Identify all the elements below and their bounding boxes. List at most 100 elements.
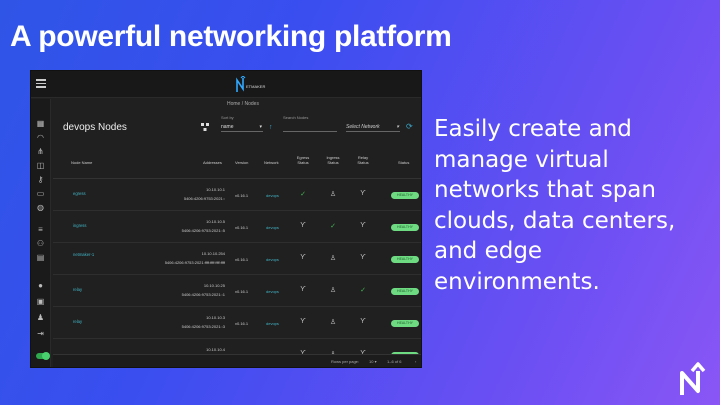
node-name-link[interactable]: netmaker-1 bbox=[73, 252, 95, 257]
slide-title: A powerful networking platform bbox=[10, 20, 452, 53]
device-icon[interactable]: ▭ bbox=[36, 189, 45, 198]
info-icon[interactable]: ● bbox=[38, 281, 43, 290]
node-name-link[interactable]: ingress bbox=[73, 223, 87, 228]
node-version: v0.16.1 bbox=[235, 225, 249, 230]
node-addresses: 10.10.10.25 5406:4206:9753:2021::1 bbox=[135, 281, 225, 299]
node-ipv6: 5406:4206:9753:2021:: bbox=[183, 196, 225, 201]
sort-select[interactable]: name ▾ bbox=[221, 122, 263, 132]
status-badge: HEALTHY bbox=[391, 192, 419, 199]
sort-direction-icon[interactable]: ↑ bbox=[269, 124, 273, 131]
col-egress: Egress Status bbox=[296, 155, 310, 165]
node-addresses: 10.10.10.1 5406:4206:9753:2021:: bbox=[135, 185, 225, 203]
wifi-icon[interactable]: ◠ bbox=[37, 133, 44, 142]
nodes-icon[interactable]: ◫ bbox=[36, 161, 45, 170]
col-relay: Relay Status bbox=[357, 155, 369, 165]
node-name-link[interactable]: relay bbox=[73, 319, 83, 324]
node-addresses: 10.10.10.254 5406:4206:9753:2021:ffff:ff… bbox=[135, 249, 225, 267]
egress-relay-icon[interactable]: ϒ bbox=[298, 350, 308, 357]
ingress-user-icon[interactable]: ♙ bbox=[329, 287, 337, 294]
list-icon[interactable]: ≡ bbox=[38, 225, 43, 234]
col-network: Network bbox=[264, 160, 279, 165]
relay-relay-icon[interactable]: ϒ bbox=[360, 222, 366, 229]
status-badge: HEALTHY bbox=[391, 320, 419, 327]
table-row[interactable]: relay 10.10.10.25 5406:4206:9753:2021::1… bbox=[53, 275, 421, 307]
sort-value: name bbox=[221, 124, 234, 130]
menu-icon[interactable] bbox=[36, 79, 46, 88]
node-network-link[interactable]: devops bbox=[266, 289, 279, 294]
pagination-text: 1–6 of 6 bbox=[387, 359, 402, 364]
relay-check-icon[interactable]: ✓ bbox=[360, 287, 366, 294]
egress-check-icon[interactable]: ✓ bbox=[300, 191, 306, 198]
breadcrumb: Home / Nodes bbox=[227, 101, 259, 107]
egress-relay-icon[interactable]: ϒ bbox=[300, 318, 306, 325]
egress-relay-icon[interactable]: ϒ bbox=[300, 286, 306, 293]
ingress-check-icon[interactable]: ✓ bbox=[330, 223, 336, 230]
search-label: Search Nodes bbox=[283, 115, 309, 120]
node-ipv6: 5406:4206:9753:2021::5 bbox=[181, 228, 225, 233]
logout-icon[interactable]: ⇥ bbox=[37, 329, 44, 338]
rows-per-page-select[interactable]: 10 ▾ bbox=[369, 359, 377, 364]
node-addresses: 10.10.10.4 bbox=[135, 345, 225, 354]
chevron-down-icon: ▾ bbox=[396, 124, 399, 130]
node-name-link[interactable]: relay bbox=[73, 287, 83, 292]
docs-icon[interactable]: ▣ bbox=[36, 297, 45, 306]
app-screenshot: ETMAKER ▦ ◠ ⋔ ◫ ⚷ ▭ ◍ ≡ ⚇ ▤ ● ▣ ♟ ⇥ Home… bbox=[30, 70, 422, 368]
node-network-link[interactable]: devops bbox=[266, 225, 279, 230]
table-row[interactable]: ingress 10.10.10.5 5406:4206:9753:2021::… bbox=[53, 211, 421, 243]
users-icon[interactable]: ⚇ bbox=[36, 239, 45, 248]
theme-toggle[interactable] bbox=[36, 352, 50, 360]
node-ipv4: 10.10.10.4 bbox=[206, 347, 225, 352]
rows-per-page-value: 10 bbox=[369, 359, 374, 364]
egress-relay-icon[interactable]: ϒ bbox=[300, 222, 306, 229]
relay-relay-icon[interactable]: ϒ bbox=[360, 318, 366, 325]
node-addresses: 10.10.10.3 5406:4206:9753:2021::3 bbox=[135, 313, 225, 331]
sidebar: ▦ ◠ ⋔ ◫ ⚷ ▭ ◍ ≡ ⚇ ▤ ● ▣ ♟ ⇥ bbox=[31, 99, 51, 367]
node-ipv4: 10.10.10.5 bbox=[206, 219, 225, 224]
status-badge: HEALTHY bbox=[391, 256, 419, 263]
node-name-link[interactable]: egress bbox=[73, 191, 86, 196]
ingress-user-icon[interactable]: ♙ bbox=[329, 191, 337, 198]
col-node-name: Node Name bbox=[71, 160, 93, 165]
relay-relay-icon[interactable]: ϒ bbox=[360, 254, 366, 261]
refresh-icon[interactable]: ⟳ bbox=[406, 122, 413, 131]
table-row[interactable]: relay 10.10.10.3 5406:4206:9753:2021::3 … bbox=[53, 307, 421, 339]
search-input[interactable] bbox=[283, 122, 337, 132]
server-icon[interactable]: ▤ bbox=[36, 253, 45, 262]
col-status: Status bbox=[398, 160, 410, 165]
globe-icon[interactable]: ◍ bbox=[37, 203, 44, 212]
node-ipv4: 10.10.10.254 bbox=[201, 251, 225, 256]
rows-per-page-label: Rows per page: bbox=[331, 359, 360, 364]
table-footer: Rows per page: 10 ▾ 1–6 of 6 ‹ › bbox=[53, 354, 421, 367]
node-ipv4: 10.10.10.25 bbox=[203, 283, 225, 288]
node-network-link[interactable]: devops bbox=[266, 321, 279, 326]
app-bar: ETMAKER bbox=[31, 71, 421, 98]
egress-relay-icon[interactable]: ϒ bbox=[300, 254, 306, 261]
relay-relay-icon[interactable]: ϒ bbox=[360, 190, 366, 197]
dashboard-icon[interactable]: ▦ bbox=[36, 119, 45, 128]
node-network-link[interactable]: devops bbox=[266, 257, 279, 262]
node-version: v0.16.1 bbox=[235, 193, 249, 198]
tree-icon[interactable]: ⋔ bbox=[37, 147, 44, 156]
page-title: devops Nodes bbox=[63, 122, 127, 133]
node-network-link[interactable]: devops bbox=[266, 193, 279, 198]
table-row[interactable]: netmaker-1 10.10.10.254 5406:4206:9753:2… bbox=[53, 243, 421, 275]
node-ipv6: 5406:4206:9753:2021:ffff:ffff:ffff:ffff bbox=[164, 260, 225, 265]
status-badge: HEALTHY bbox=[391, 224, 419, 231]
col-version: Version bbox=[235, 160, 249, 165]
node-version: v0.16.1 bbox=[235, 257, 249, 262]
chevron-down-icon: ▾ bbox=[259, 124, 262, 130]
ingress-user-icon[interactable]: ♙ bbox=[329, 319, 337, 326]
node-group-icon[interactable] bbox=[201, 123, 209, 131]
relay-relay-icon[interactable]: ϒ bbox=[358, 350, 368, 357]
node-ipv6: 5406:4206:9753:2021::1 bbox=[181, 292, 225, 297]
key-icon[interactable]: ⚷ bbox=[37, 175, 44, 184]
table-row[interactable]: egress 10.10.10.1 5406:4206:9753:2021:: … bbox=[53, 179, 421, 211]
node-ipv6: 5406:4206:9753:2021::3 bbox=[181, 324, 225, 329]
network-select[interactable]: Select Network ▾ bbox=[346, 122, 400, 132]
table-header: Node Name Addresses Version Network Egre… bbox=[53, 151, 421, 179]
ingress-user-icon[interactable]: ♙ bbox=[329, 255, 337, 262]
account-icon[interactable]: ♟ bbox=[36, 313, 45, 322]
prev-page-icon[interactable]: ‹ bbox=[415, 359, 417, 364]
node-version: v0.16.1 bbox=[235, 289, 249, 294]
node-addresses: 10.10.10.5 5406:4206:9753:2021::5 bbox=[135, 217, 225, 235]
